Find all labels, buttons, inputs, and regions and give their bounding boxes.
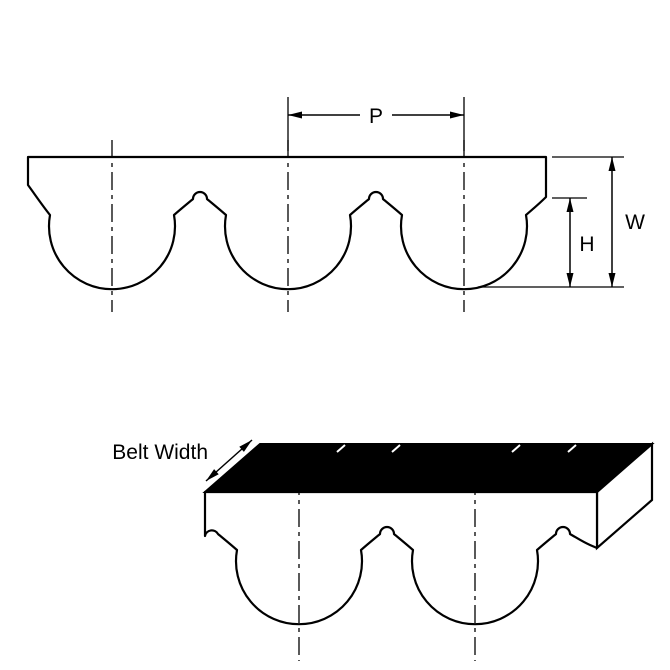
pitch-label: P (369, 105, 383, 128)
dimension-tooth-height: H (552, 197, 595, 287)
dimension-pitch: P (287, 97, 465, 151)
belt-height-arrowhead-top (608, 157, 616, 171)
belt-width-arrowhead-lower (206, 469, 219, 481)
back-edge-tooth-mark-4 (567, 444, 577, 453)
pitch-arrowhead-left (288, 111, 302, 119)
belt-top-face (202, 443, 655, 493)
belt-width-label: Belt Width (112, 441, 208, 464)
back-edge-tooth-mark-1 (336, 444, 346, 453)
pitch-arrowhead-right (450, 111, 464, 119)
tooth-height-arrowhead-top (566, 198, 574, 212)
belt-front-profile (203, 490, 599, 626)
dimension-belt-height: W (478, 156, 645, 288)
belt-profile-outline (26, 155, 548, 291)
pitch-label-mask (360, 100, 392, 128)
tooth-height-arrowhead-bottom (566, 273, 574, 287)
belt-height-label: W (625, 211, 645, 234)
tooth-height-label: H (579, 233, 594, 256)
back-edge-tooth-mark-2 (391, 444, 401, 453)
dimension-belt-width: Belt Width (112, 439, 253, 482)
profile-view: P W H (26, 97, 645, 312)
back-edge-tooth-mark-3 (511, 444, 521, 453)
belt-width-arrowhead-upper (239, 440, 252, 452)
isometric-view: Belt Width (112, 439, 655, 661)
belt-height-arrowhead-bottom (608, 273, 616, 287)
